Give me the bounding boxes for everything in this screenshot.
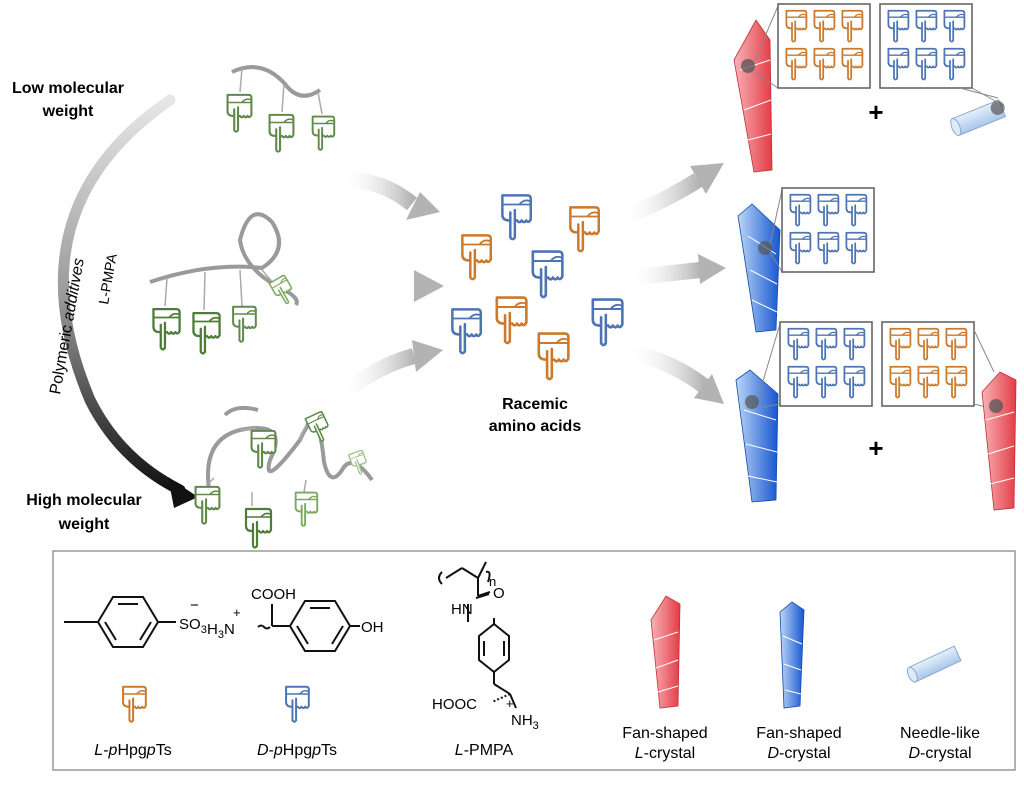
green-hand-icon bbox=[194, 485, 221, 525]
blue-hand-icon bbox=[531, 250, 564, 299]
blue-hand-icon bbox=[501, 194, 533, 241]
pmpa-repeat: n bbox=[489, 574, 496, 589]
green-hand-icon bbox=[294, 491, 319, 527]
legend-needle-d-crystal bbox=[906, 645, 962, 683]
fan-d-crystal-middle bbox=[737, 203, 781, 333]
green-hand-icon bbox=[250, 429, 277, 469]
pmpa-amine: NH3 bbox=[511, 712, 539, 732]
plus-symbol: + bbox=[868, 97, 883, 127]
fan-d-crystal-bottom bbox=[735, 369, 779, 503]
tosylate-structure bbox=[64, 596, 176, 648]
orange-hand-icon bbox=[537, 332, 570, 381]
arrow-center-to-bottom bbox=[626, 344, 724, 404]
arrow-low-to-center bbox=[339, 171, 440, 220]
low-mw-label-line2: weight bbox=[42, 103, 94, 120]
legend-label-fan-d-line2: D-crystal bbox=[767, 745, 830, 762]
pmpa-acid: HOOC bbox=[432, 696, 477, 713]
polymer-medium-mw bbox=[149, 212, 299, 355]
high-mw-label-line2: weight bbox=[58, 516, 110, 533]
amino-acid-amine: H3N bbox=[207, 621, 235, 641]
legend-fan-d-crystal bbox=[779, 601, 805, 709]
polymer-high-mw bbox=[194, 405, 374, 549]
center-label-line2: amino acids bbox=[489, 418, 582, 435]
fan-l-crystal-bottom bbox=[981, 371, 1017, 511]
green-hand-icon bbox=[232, 305, 257, 343]
legend-label-fan-d-line1: Fan-shaped bbox=[756, 725, 841, 742]
legend-label-pmpa: L-PMPA bbox=[455, 742, 514, 759]
sulfonate-group: SO3 bbox=[179, 616, 207, 636]
green-hand-icon bbox=[152, 307, 181, 351]
high-mw-label-line1: High molecular bbox=[26, 492, 142, 509]
sulfonate-charge: − bbox=[190, 597, 199, 614]
legend-label-fan-l-line2: L-crystal bbox=[635, 745, 695, 762]
amino-acid-cooh: COOH bbox=[251, 586, 296, 603]
pmpa-amide-o: O bbox=[493, 585, 505, 602]
molecular-weight-arrowhead bbox=[168, 477, 198, 508]
legend-label-d-hpgts: D-pHpgpTs bbox=[257, 742, 337, 759]
arc-sublabel: L-PMPA bbox=[95, 252, 120, 306]
pmpa-amide-nh: HN bbox=[451, 601, 473, 618]
arrow-center-to-top bbox=[617, 163, 724, 226]
polymer-low-mw bbox=[226, 65, 336, 153]
needle-d-crystal-top bbox=[950, 99, 1007, 136]
result-row-middle bbox=[737, 187, 875, 333]
arrow-center-to-mid bbox=[627, 254, 726, 286]
legend-label-needle-line1: Needle-like bbox=[900, 725, 980, 742]
arrow-mid-to-center bbox=[330, 270, 444, 302]
blue-hand-icon bbox=[591, 298, 624, 347]
green-hand-icon bbox=[192, 311, 221, 355]
orange-hand-icon bbox=[461, 234, 493, 281]
green-hand-icon bbox=[268, 274, 299, 308]
amino-acid-hydroxy: OH bbox=[361, 619, 384, 636]
pmpa-amine-charge: + bbox=[506, 696, 514, 711]
legend-label-l-hpgts: L-pHpgpTs bbox=[94, 742, 171, 759]
green-hand-icon bbox=[268, 113, 295, 153]
low-mw-label-line1: Low molecular bbox=[12, 80, 124, 97]
hydroxyphenylglycine-structure bbox=[257, 600, 360, 652]
legend-label-needle-line2: D-crystal bbox=[908, 745, 971, 762]
molecular-weight-arc bbox=[57, 94, 186, 496]
pmpa-structure bbox=[438, 561, 517, 709]
legend-box bbox=[52, 550, 1016, 771]
amino-acid-charge: + bbox=[233, 605, 241, 620]
orange-hand-icon bbox=[495, 296, 528, 345]
green-hand-icon bbox=[244, 507, 273, 549]
legend-fan-l-crystal bbox=[650, 595, 681, 709]
fan-l-crystal-top bbox=[733, 19, 773, 173]
legend-label-fan-l-line1: Fan-shaped bbox=[622, 725, 707, 742]
plus-symbol: + bbox=[868, 433, 883, 463]
result-row-top: + bbox=[733, 3, 1007, 173]
blue-hand-icon bbox=[451, 308, 483, 355]
orange-hand-icon bbox=[569, 206, 601, 253]
racemic-mixture bbox=[451, 194, 624, 381]
center-label-line1: Racemic bbox=[502, 396, 568, 413]
green-hand-icon bbox=[311, 115, 336, 151]
arrow-high-to-center bbox=[334, 340, 443, 403]
result-row-bottom: + bbox=[735, 321, 1017, 511]
green-hand-icon bbox=[226, 93, 253, 133]
